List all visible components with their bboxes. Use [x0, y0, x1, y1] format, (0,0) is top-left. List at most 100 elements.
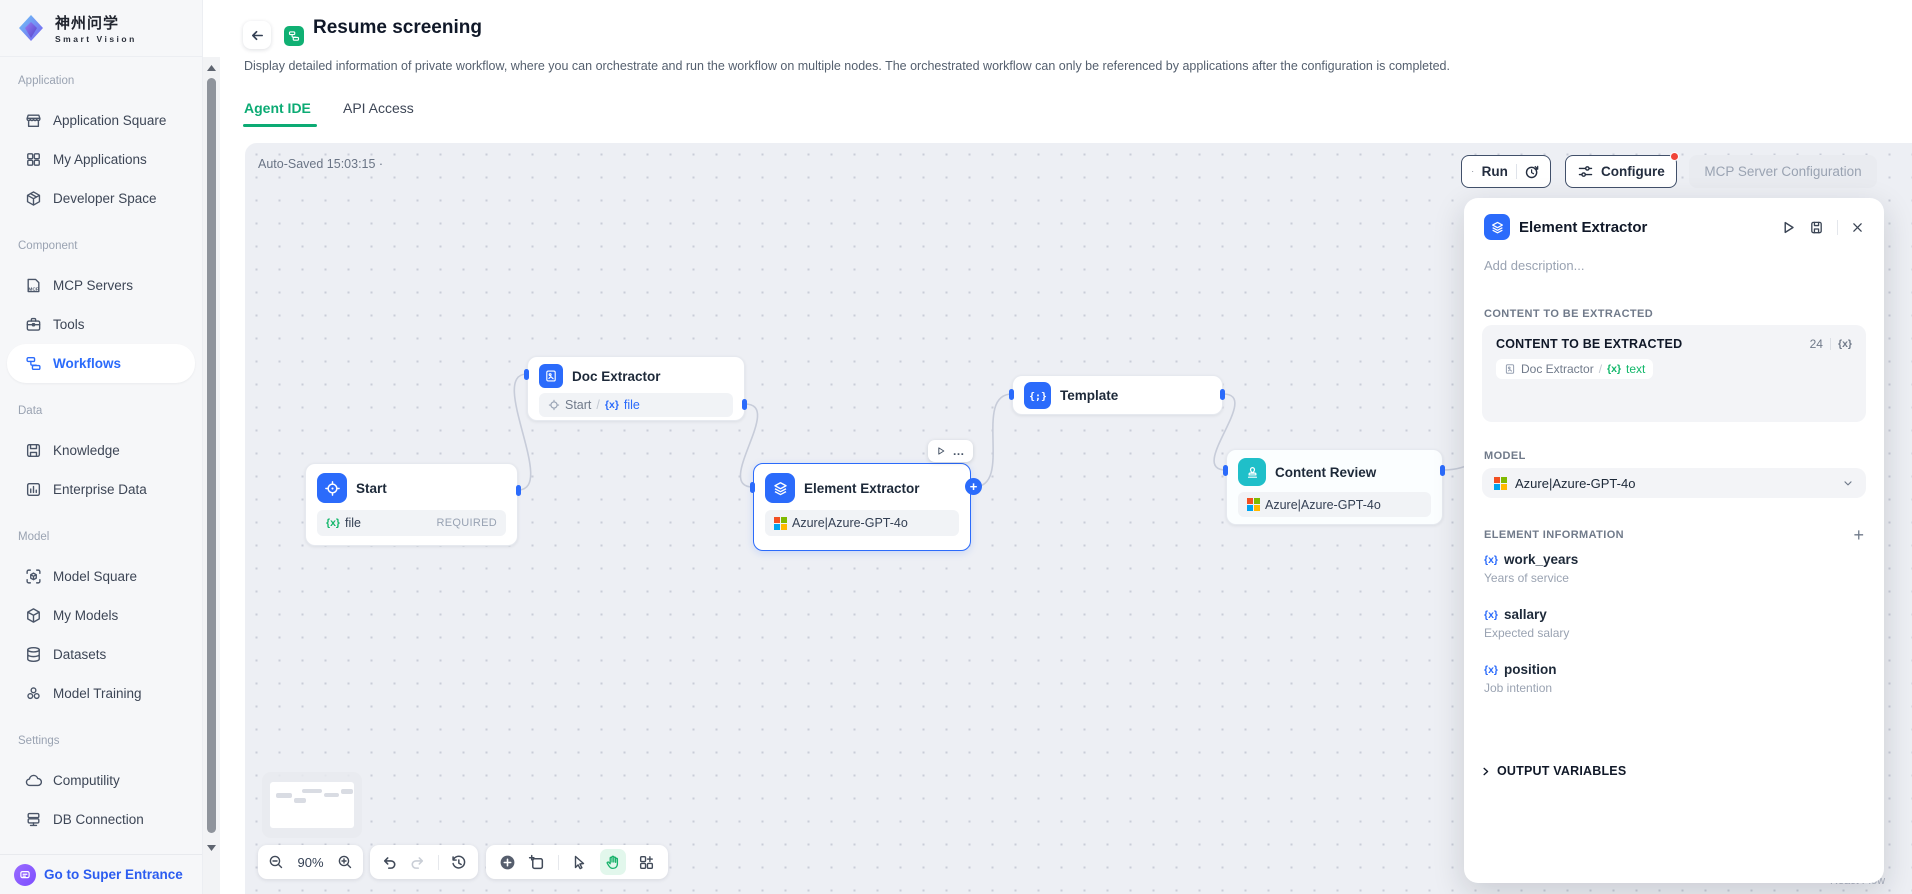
sidebar-item-my-applications[interactable]: My Applications [7, 140, 195, 179]
bar-chart-icon [25, 481, 42, 498]
port-element-extractor-in[interactable] [750, 482, 755, 493]
sidebar-item-super-entrance[interactable]: Go to Super Entrance [0, 854, 202, 894]
output-variables-toggle[interactable]: OUTPUT VARIABLES [1480, 764, 1626, 778]
configure-button[interactable]: Configure [1565, 152, 1679, 188]
tab-api-access[interactable]: API Access [343, 100, 414, 116]
sidebar-section-label: Model [18, 531, 50, 543]
select-cursor-icon[interactable] [571, 854, 587, 870]
port-element-extractor-add[interactable]: + [965, 478, 982, 495]
back-button[interactable] [243, 21, 271, 49]
sidebar-item-my-models[interactable]: My Models [7, 596, 195, 635]
port-content-review-in[interactable] [1223, 465, 1228, 476]
storefront-icon [25, 112, 42, 129]
node-content-review[interactable]: Content Review Azure|Azure-GPT-4o [1226, 449, 1443, 525]
sidebar-item-workflows[interactable]: Workflows [7, 344, 195, 383]
variable-badge[interactable]: {x} [1837, 338, 1852, 350]
port-content-review-out[interactable] [1440, 465, 1445, 476]
zoom-toolbar: 90% [258, 845, 363, 879]
element-extractor-icon [1484, 214, 1510, 240]
output-section-label: OUTPUT VARIABLES [1497, 764, 1627, 778]
schedule-clock-icon[interactable] [1524, 164, 1540, 180]
port-doc-extractor-in[interactable] [524, 369, 529, 380]
canvas-minimap[interactable] [262, 772, 362, 838]
scrollbar-thumb[interactable] [207, 78, 216, 833]
content-to-extract-field[interactable]: CONTENT TO BE EXTRACTED 24 {x} Doc Extra… [1482, 325, 1866, 422]
element-description: Years of service [1484, 571, 1569, 585]
sidebar-item-label: Model Square [53, 569, 138, 584]
element-extractor-model-row: Azure|Azure-GPT-4o [765, 510, 959, 536]
pan-hand-icon[interactable] [599, 849, 626, 875]
port-doc-extractor-out[interactable] [742, 399, 747, 410]
model-select[interactable]: Azure|Azure-GPT-4o [1482, 468, 1866, 498]
zoom-level: 90% [297, 854, 324, 870]
page-description: Display detailed information of private … [244, 59, 1450, 73]
sidebar-item-tools[interactable]: Tools [7, 305, 195, 344]
run-button[interactable]: Run [1461, 155, 1551, 188]
sidebar-item-developer-space[interactable]: Developer Space [7, 179, 195, 218]
sidebar-item-datasets[interactable]: Datasets [7, 635, 195, 674]
add-element-button[interactable]: + [1853, 525, 1864, 545]
zoom-out-icon[interactable] [268, 854, 284, 870]
add-node-icon[interactable] [499, 854, 516, 871]
mcp-server-configuration-button[interactable]: MCP Server Configuration [1689, 155, 1877, 188]
apps-grid-icon [25, 151, 42, 168]
sidebar-section-label: Data [18, 405, 43, 417]
sidebar-section-label: Settings [18, 735, 60, 747]
description-input[interactable]: Add description... [1484, 258, 1585, 273]
element-information-header: ELEMENT INFORMATION + [1484, 525, 1864, 545]
cube-scan-icon [25, 568, 42, 585]
panel-save-icon[interactable] [1809, 220, 1824, 235]
history-icon[interactable] [450, 854, 467, 871]
redo-icon[interactable] [409, 854, 426, 871]
node-doc-extractor[interactable]: Doc Extractor Start / {x} file [527, 356, 745, 421]
sidebar-item-label: DB Connection [53, 812, 144, 827]
scroll-up-arrow-icon[interactable] [203, 59, 220, 76]
autosave-status: Auto-Saved 15:03:15 · [258, 157, 384, 171]
super-entrance-label: Go to Super Entrance [44, 867, 183, 882]
port-template-in[interactable] [1009, 389, 1014, 400]
element-section-label: ELEMENT INFORMATION [1484, 529, 1624, 541]
brand-subtitle: Smart Vision [55, 34, 137, 44]
port-template-out[interactable] [1220, 389, 1225, 400]
sidebar-item-model-training[interactable]: Model Training [7, 674, 195, 713]
chevron-down-icon [1842, 477, 1854, 489]
configure-label: Configure [1601, 164, 1665, 179]
node-start[interactable]: Start {x} file REQUIRED [305, 463, 518, 546]
start-input-row: {x} file REQUIRED [317, 510, 506, 536]
template-node-icon: {;} [1024, 382, 1051, 409]
node-play-icon[interactable] [936, 446, 946, 456]
add-note-icon[interactable] [528, 854, 545, 871]
svg-text:MCP: MCP [28, 286, 40, 292]
content-section-label: CONTENT TO BE EXTRACTED [1484, 308, 1654, 320]
node-template[interactable]: {;} Template [1012, 375, 1223, 415]
scroll-down-arrow-icon[interactable] [203, 839, 220, 856]
panel-run-icon[interactable] [1781, 220, 1796, 235]
auto-layout-icon[interactable] [638, 854, 655, 871]
sidebar-item-knowledge[interactable]: Knowledge [7, 431, 195, 470]
sidebar-item-label: My Applications [53, 152, 147, 167]
sidebar-item-db-connection[interactable]: DB Connection [7, 800, 195, 839]
sidebar-item-label: My Models [53, 608, 119, 623]
mcp-file-icon: MCP [25, 277, 42, 294]
sidebar-item-computility[interactable]: Computility [7, 761, 195, 800]
model-name: Azure|Azure-GPT-4o [1265, 497, 1381, 512]
panel-close-icon[interactable] [1851, 221, 1864, 234]
undo-icon[interactable] [381, 854, 398, 871]
doc-icon [1505, 364, 1515, 374]
zoom-in-icon[interactable] [337, 854, 353, 870]
node-more-icon[interactable]: … [952, 444, 966, 458]
sidebar-item-application-square[interactable]: Application Square [7, 101, 195, 140]
sidebar-item-enterprise-data[interactable]: Enterprise Data [7, 470, 195, 509]
tab-agent-ide[interactable]: Agent IDE [244, 100, 311, 116]
sidebar-item-model-square[interactable]: Model Square [7, 557, 195, 596]
element-description: Expected salary [1484, 626, 1570, 640]
port-start-out[interactable] [516, 485, 521, 496]
node-element-extractor[interactable]: Element Extractor Azure|Azure-GPT-4o [753, 463, 971, 551]
chevron-right-icon [1483, 767, 1489, 775]
